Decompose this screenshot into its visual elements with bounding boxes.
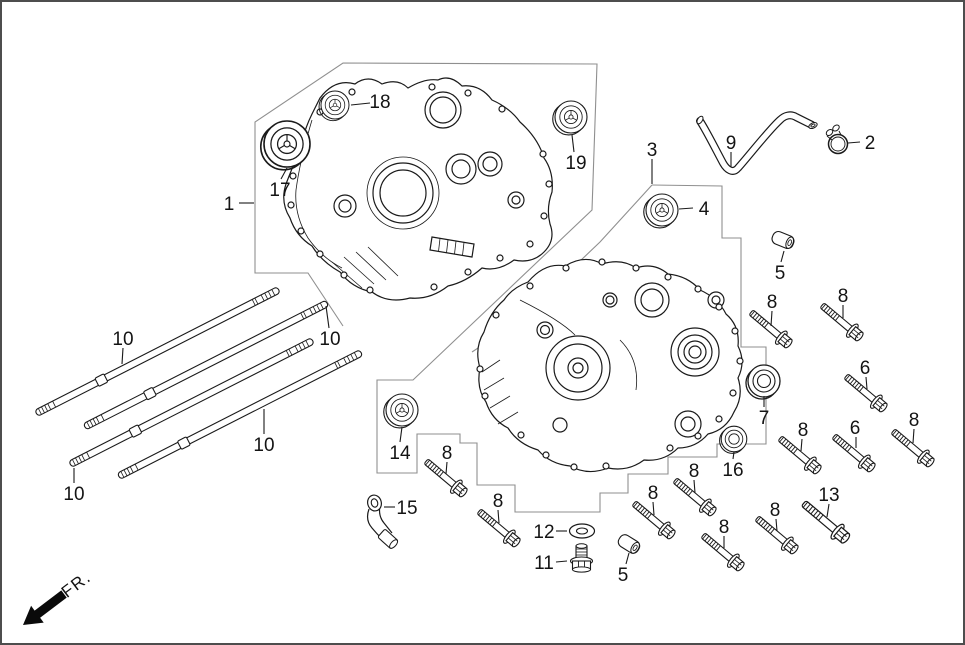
callout-15: 15 — [396, 498, 417, 519]
callout-12: 12 — [533, 522, 554, 543]
callout-10d: 10 — [63, 484, 84, 505]
callout-5b: 5 — [618, 565, 629, 586]
callout-7: 7 — [759, 408, 770, 429]
callout-8j: 8 — [493, 491, 504, 512]
callout-8e: 8 — [689, 461, 700, 482]
oil-seal-7-icon — [745, 364, 781, 400]
callout-8a: 8 — [767, 292, 778, 313]
callout-8h: 8 — [770, 500, 781, 521]
callout-10b: 10 — [319, 329, 340, 350]
callout-11: 11 — [534, 553, 554, 574]
callout-10c: 10 — [253, 435, 274, 456]
crankcase-right-half — [476, 258, 744, 473]
dowel-5-icon — [615, 532, 643, 556]
bolt-holes-left-case — [287, 83, 553, 294]
callout-labels: 1 2 3 4 5 5 6 6 7 8 8 8 8 8 8 8 8 8 8 9 … — [63, 92, 919, 586]
stud-10-icon — [116, 348, 364, 481]
callout-13: 13 — [818, 485, 839, 506]
callout-17: 17 — [269, 180, 290, 201]
callout-8c: 8 — [798, 420, 809, 441]
breather-hose-9-icon — [696, 111, 818, 175]
callout-1: 1 — [224, 194, 235, 215]
callout-19: 19 — [565, 153, 586, 174]
bolt-holes-right-case — [476, 258, 744, 471]
callout-8b: 8 — [838, 286, 849, 307]
front-arrow-icon — [23, 590, 67, 625]
callout-16: 16 — [722, 460, 743, 481]
callout-9: 9 — [726, 133, 737, 154]
callout-14: 14 — [389, 443, 411, 464]
bearing-14-icon — [383, 393, 419, 429]
callout-10a: 10 — [112, 329, 133, 350]
sealing-washer-12-icon — [568, 523, 596, 539]
hanger-hook-15-icon — [366, 494, 399, 549]
callout-5: 5 — [775, 263, 786, 284]
crankcase-left-half — [283, 77, 553, 301]
front-direction-indicator: FR. — [23, 567, 95, 625]
bolt-8-icon — [887, 424, 938, 471]
hose-clamp-2-icon — [825, 124, 849, 155]
callout-3: 3 — [647, 140, 658, 161]
stud-10-icon — [82, 298, 330, 432]
callout-2: 2 — [865, 133, 876, 154]
stud-10-icon — [67, 336, 316, 469]
stud-10-icon — [33, 285, 282, 418]
bearing-19-icon — [552, 100, 588, 136]
drain-plug-11-icon — [569, 543, 594, 573]
callout-8d: 8 — [909, 410, 920, 431]
callout-8i: 8 — [442, 443, 453, 464]
callout-6: 6 — [860, 358, 871, 379]
leader-lines — [73, 102, 915, 565]
dowel-5-icon — [769, 229, 797, 251]
callout-6b: 6 — [850, 418, 861, 439]
callout-8f: 8 — [648, 483, 659, 504]
callout-18: 18 — [369, 92, 390, 113]
bearing-4-icon — [643, 193, 679, 229]
callout-4: 4 — [699, 199, 710, 220]
callout-8g: 8 — [719, 517, 730, 538]
oil-seal-16-icon — [719, 425, 748, 454]
